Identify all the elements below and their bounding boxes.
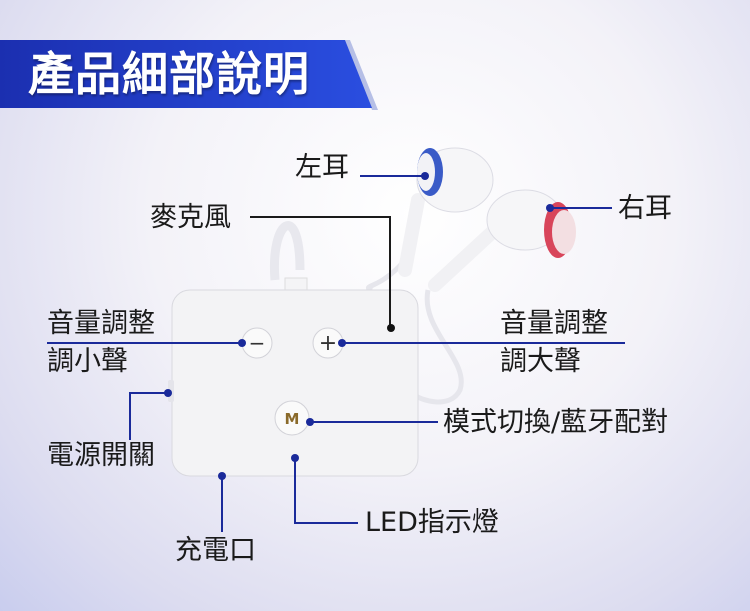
cable-right [413,289,464,405]
device-clip-loop [269,221,305,281]
label-led: LED指示燈 [365,507,499,538]
label-charging-port: 充電口 [175,535,256,566]
cable-left [365,258,407,293]
label-volume-down-sub: 調小聲 [47,346,128,377]
minus-glyph: − [249,331,266,355]
label-volume-down-title: 音量調整 [47,308,155,339]
mode-button[interactable] [274,400,310,436]
right-earbud-icon [428,189,576,292]
mode-glyph: M [285,410,300,428]
label-right-ear: 右耳 [618,193,672,224]
callout-dots [164,172,554,480]
title-banner [0,40,372,108]
page-title: 產品細部說明 [28,47,310,101]
left-earbud-icon [398,147,494,277]
plus-glyph: + [319,331,337,356]
label-microphone: 麥克風 [150,202,231,233]
label-volume-up-sub: 調大聲 [500,346,581,377]
device-body [171,289,419,477]
label-volume-up-title: 音量調整 [500,308,608,339]
callout-lines [47,175,625,532]
label-mode-switch: 模式切換/藍牙配對 [443,407,669,438]
label-power-switch: 電源開關 [47,440,155,471]
label-left-ear: 左耳 [295,152,349,183]
